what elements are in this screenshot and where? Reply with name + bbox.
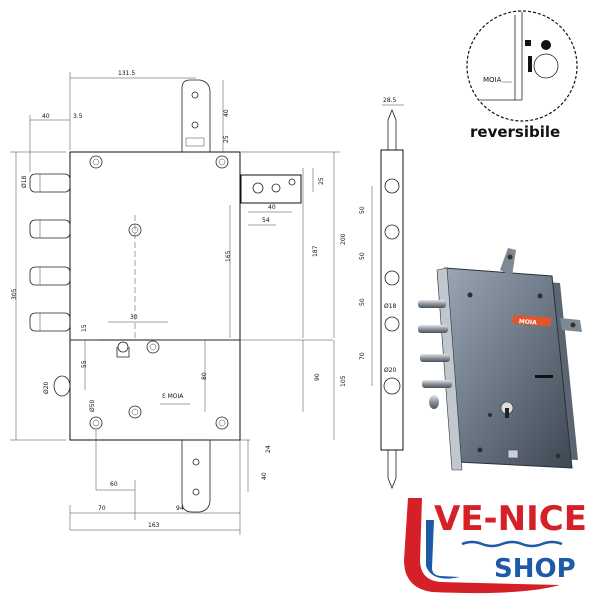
svg-text:Ø50: Ø50	[89, 399, 96, 412]
svg-text:94: 94	[176, 505, 184, 512]
svg-text:131.5: 131.5	[118, 70, 135, 77]
logo-swoosh	[404, 498, 560, 594]
top-hook	[181, 79, 211, 153]
faceplate-profile	[380, 149, 404, 451]
svg-text:Ø18: Ø18	[384, 303, 397, 310]
logo-text-venice: VE-NICE	[434, 499, 587, 539]
front-view-drawing: Ɛ MOIA	[10, 70, 347, 535]
svg-text:3.5: 3.5	[73, 113, 83, 120]
svg-text:105: 105	[340, 375, 347, 387]
side-view-drawing: 28.5 50 50 50 Ø18 70 Ø20	[359, 97, 404, 490]
lock-body-photo	[444, 267, 573, 469]
plate-logo: Ɛ MOIA	[162, 393, 184, 400]
svg-text:200: 200	[340, 233, 347, 245]
svg-text:15: 15	[81, 324, 88, 332]
venice-shop-logo: VE-NICE SHOP	[404, 498, 587, 594]
svg-text:25: 25	[223, 135, 230, 143]
svg-text:Ø20: Ø20	[384, 367, 397, 374]
svg-text:40: 40	[223, 109, 230, 117]
svg-text:MOIA: MOIA	[519, 318, 538, 326]
svg-text:80: 80	[201, 372, 208, 380]
svg-text:70: 70	[98, 505, 106, 512]
svg-text:40: 40	[261, 472, 268, 480]
screw-holes	[89, 155, 229, 430]
bottom-hook	[181, 439, 211, 513]
svg-text:54: 54	[262, 217, 270, 224]
lock-photo: MOIA	[418, 248, 582, 471]
latch-bracket	[240, 174, 302, 204]
svg-text:165: 165	[225, 250, 232, 262]
svg-text:40: 40	[42, 113, 50, 120]
inset-brand-text: MOIA	[483, 76, 502, 84]
dimension-labels: 131.5 40 3.5 40 25 Ø18 305 165 187 200 4…	[11, 70, 347, 529]
svg-text:187: 187	[312, 245, 319, 257]
reversible-inset: MOIA reversibile	[466, 10, 578, 141]
dimension-lines	[10, 72, 340, 535]
svg-text:305: 305	[11, 288, 18, 300]
svg-text:55: 55	[81, 360, 88, 368]
svg-text:25: 25	[318, 177, 325, 185]
svg-text:28.5: 28.5	[383, 97, 397, 104]
lock-lower-face	[69, 339, 241, 441]
deadbolts	[29, 173, 71, 397]
svg-text:163: 163	[148, 522, 160, 529]
keyhole	[116, 340, 160, 358]
svg-text:70: 70	[359, 352, 366, 360]
reversible-caption: reversibile	[470, 123, 560, 141]
logo-text-shop: SHOP	[494, 554, 576, 584]
svg-text:Ø20: Ø20	[43, 381, 50, 394]
svg-text:24: 24	[265, 445, 272, 453]
svg-text:40: 40	[268, 204, 276, 211]
svg-text:50: 50	[359, 298, 366, 306]
bolt-holes-profile	[383, 178, 401, 395]
svg-text:30: 30	[130, 314, 138, 321]
svg-text:Ø18: Ø18	[21, 175, 28, 188]
svg-text:50: 50	[359, 252, 366, 260]
svg-text:60: 60	[110, 481, 118, 488]
svg-text:50: 50	[359, 206, 366, 214]
svg-text:90: 90	[314, 373, 321, 381]
